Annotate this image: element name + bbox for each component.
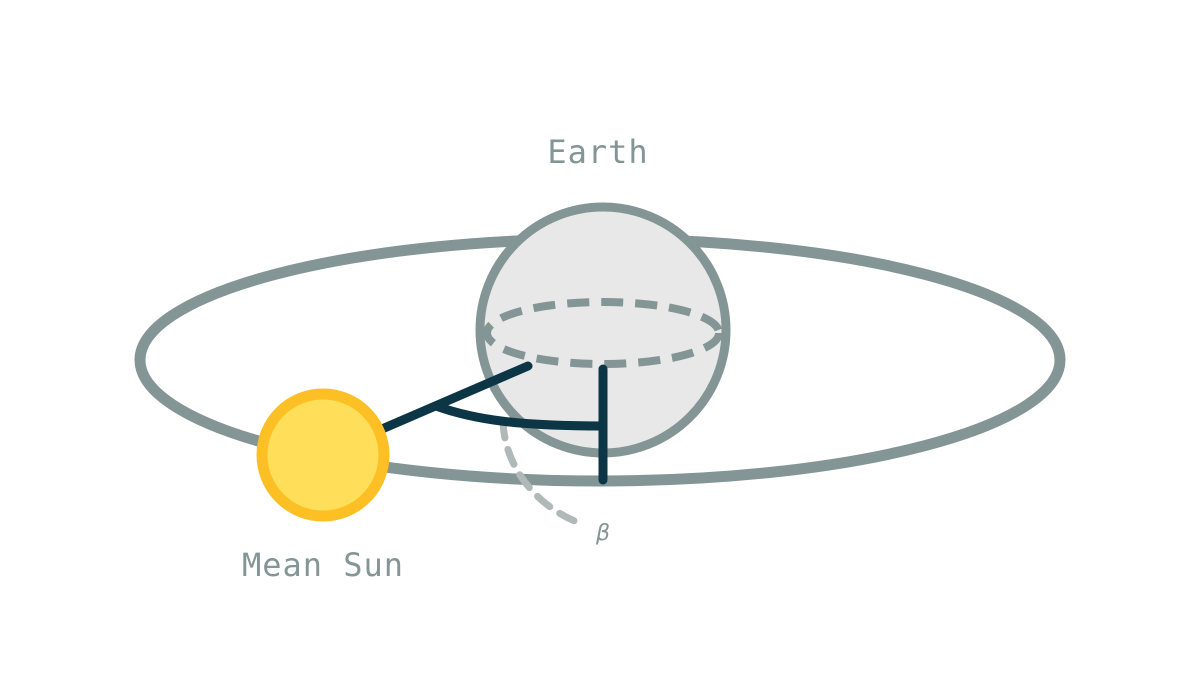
earth-label: Earth [547,133,648,171]
mean-sun-circle [256,388,390,522]
sun-direction-line [370,361,533,437]
earth-equator [483,298,723,368]
beta-arc [499,418,589,529]
beta-label: β [595,521,610,546]
mean-sun-label: Mean Sun [242,546,404,584]
angle-connector [431,401,608,431]
angle-lines [370,361,608,485]
